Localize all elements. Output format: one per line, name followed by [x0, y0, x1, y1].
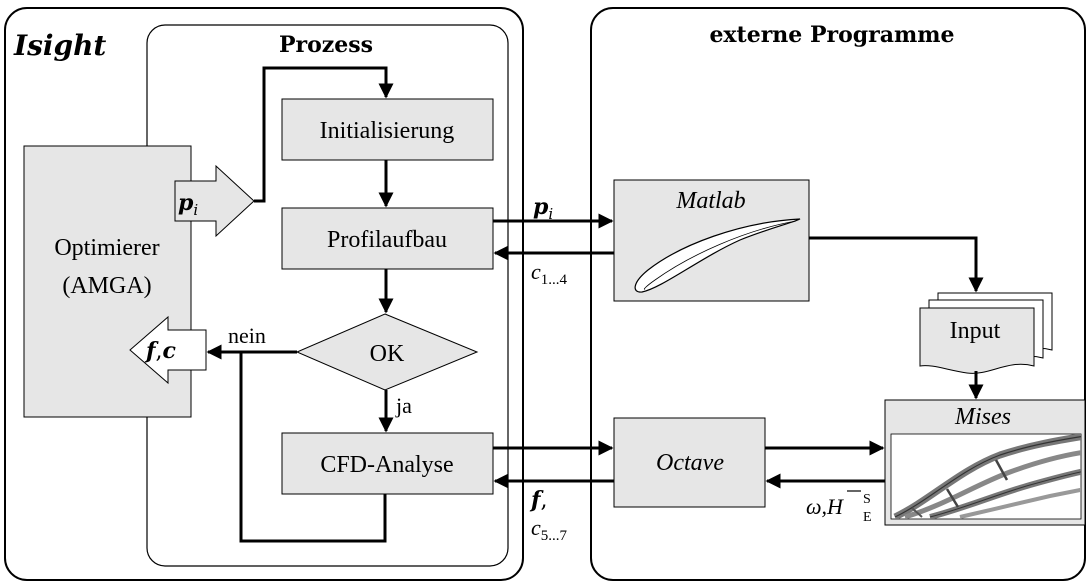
- signal-f-sep: ,: [540, 488, 547, 513]
- decision-ok: OK: [295, 313, 479, 391]
- signal-c14-label: c: [531, 259, 541, 284]
- svg-text:f,c: f,c: [144, 338, 176, 364]
- svg-text:pi: pi: [178, 190, 198, 219]
- branch-ja-label: ja: [395, 393, 412, 418]
- step-initialisierung-label: Initialisierung: [320, 118, 455, 144]
- svg-text:c5...7: c5...7: [531, 515, 568, 544]
- step-cfd-analyse: CFD-Analyse: [281, 432, 494, 495]
- arrow-matlab-to-input: [809, 236, 984, 293]
- loop-cfd-to-nein: [239, 352, 387, 543]
- signal-h-sup: S: [863, 492, 871, 507]
- extern-title: externe Programme: [709, 22, 954, 48]
- port-p-label: p: [178, 190, 194, 216]
- signal-h-sub: E: [863, 510, 872, 525]
- output-port-arrow: f,c: [129, 315, 207, 385]
- port-sep: ,: [155, 339, 162, 364]
- extern-container: [590, 7, 1086, 581]
- signal-p-sub: i: [548, 205, 553, 223]
- matlab-box: Matlab: [613, 179, 810, 302]
- octave-label: Octave: [656, 450, 724, 476]
- arrow-optimizer-to-init: [254, 66, 394, 203]
- signal-h-label: H: [826, 494, 844, 519]
- port-p-sub: i: [193, 201, 198, 219]
- svg-text:pi: pi: [533, 194, 553, 223]
- signal-omega-label: ω,: [806, 494, 827, 519]
- signal-f-label: f: [529, 487, 544, 513]
- signal-omega-h: ω,H S E: [806, 490, 872, 525]
- input-port-arrow: pi: [174, 164, 255, 238]
- signal-c14-sub: 1...4: [541, 272, 568, 288]
- port-c-label: c: [162, 338, 176, 364]
- optimizer-label-line2: (AMGA): [62, 273, 151, 299]
- step-initialisierung: Initialisierung: [281, 98, 494, 161]
- step-cfd-analyse-label: CFD-Analyse: [320, 452, 453, 478]
- airfoil-inner-line: [643, 220, 797, 290]
- mises-box: Mises: [884, 399, 1086, 526]
- input-document-stack: Input: [919, 292, 1053, 374]
- branch-nein-label: nein: [228, 323, 266, 348]
- mises-mesh-image: [893, 434, 1081, 519]
- isight-title: Isight: [13, 29, 106, 62]
- airfoil-profile-icon: [634, 218, 801, 293]
- step-profilaufbau: Profilaufbau: [281, 207, 494, 270]
- optimizer-label-line1: Optimierer: [54, 235, 159, 261]
- matlab-label: Matlab: [675, 188, 745, 214]
- port-f-label: f: [144, 338, 159, 364]
- signal-c57-label: c: [531, 515, 541, 540]
- mises-label: Mises: [954, 404, 1011, 430]
- svg-text:ω,H: ω,H: [806, 494, 844, 519]
- signal-c57-sub: 5...7: [541, 528, 568, 544]
- isight-container: [4, 7, 524, 581]
- prozess-title: Prozess: [279, 32, 373, 58]
- decision-ok-label: OK: [370, 341, 405, 367]
- svg-text:f,: f,: [529, 487, 547, 513]
- octave-box: Octave: [613, 417, 766, 508]
- signal-p-label: p: [533, 194, 549, 220]
- step-profilaufbau-label: Profilaufbau: [327, 227, 447, 253]
- svg-text:c1...4: c1...4: [531, 259, 568, 288]
- input-label: Input: [950, 318, 1001, 344]
- optimizer-box: Optimierer (AMGA): [23, 145, 192, 418]
